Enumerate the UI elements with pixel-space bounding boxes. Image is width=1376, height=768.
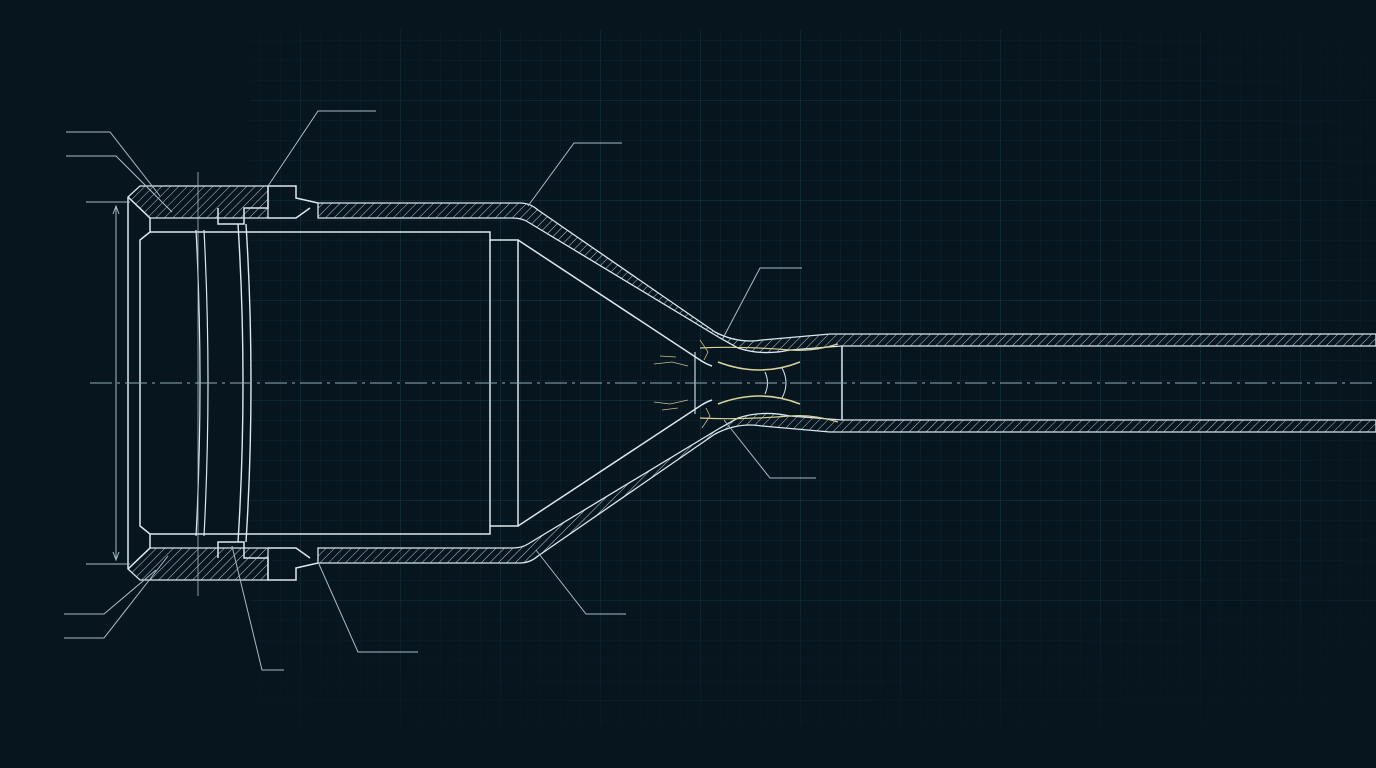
leader-flange-top-outer [66,131,161,197]
leader-cone-top [527,142,622,207]
callout-leaders [64,110,816,671]
leader-seal-bottom [231,545,284,671]
throat-highlight [699,343,839,423]
leader-flange-top-inner [66,155,173,213]
diameter-dimension [86,172,199,596]
leader-flange-bottom-outer [64,569,157,615]
leader-coupling-top [267,110,376,187]
leader-throat-bottom [723,419,816,479]
leader-cone-bottom [535,549,626,615]
leader-coupling-bottom [317,561,418,653]
leader-throat-top [721,267,802,341]
throat-cracks [653,339,711,429]
leader-flange-bottom-inner [64,555,169,639]
